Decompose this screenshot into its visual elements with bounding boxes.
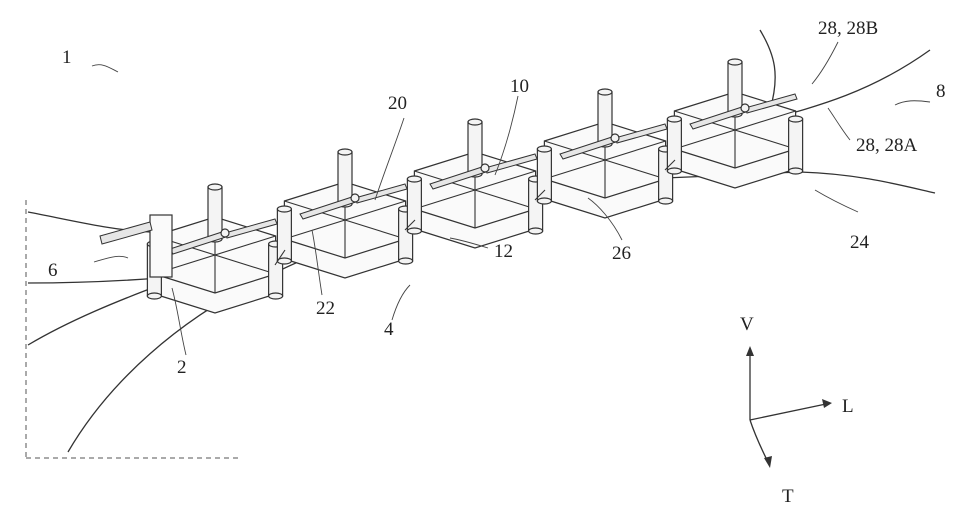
module-column	[537, 149, 551, 201]
module-column	[667, 119, 681, 171]
module-column-top	[598, 89, 612, 95]
label-24: 24	[850, 232, 870, 253]
module-column	[277, 209, 291, 261]
module-column-base	[407, 228, 421, 234]
label-26: 26	[612, 243, 631, 264]
module-column	[338, 152, 352, 204]
module-column-base	[789, 168, 803, 174]
module-column-top	[789, 116, 803, 122]
module-column	[208, 187, 222, 239]
axis-indicator	[746, 346, 832, 468]
turbine-hub	[351, 194, 359, 202]
anchor-element	[150, 215, 172, 277]
turbine-hub	[741, 104, 749, 112]
front-blade	[100, 222, 152, 244]
turbine-hub	[481, 164, 489, 172]
axis-label-l: L	[842, 396, 854, 417]
module-column-top	[468, 119, 482, 125]
module-column	[407, 179, 421, 231]
turbine-hub	[221, 229, 229, 237]
label-28-28A: 28, 28A	[856, 135, 918, 156]
module-column-base	[667, 168, 681, 174]
label-2: 2	[177, 357, 187, 378]
module-column	[468, 122, 482, 174]
module-column-top	[728, 59, 742, 65]
module-column-top	[537, 146, 551, 152]
module-column-top	[667, 116, 681, 122]
label-28-28B: 28, 28B	[818, 18, 878, 39]
module-column-base	[537, 198, 551, 204]
floating-modules	[100, 59, 803, 313]
axis-label-t: T	[782, 486, 794, 507]
label-4: 4	[384, 319, 394, 340]
module-column	[789, 119, 803, 171]
module-column-top	[407, 176, 421, 182]
module-column-base	[529, 228, 543, 234]
module-column-top	[338, 149, 352, 155]
module-column	[728, 62, 742, 114]
module-column-top	[277, 206, 291, 212]
label-22: 22	[316, 298, 335, 319]
module-column-base	[147, 293, 161, 299]
label-12: 12	[494, 241, 513, 262]
axis-label-v: V	[740, 314, 754, 335]
turbine-hub	[611, 134, 619, 142]
module-column	[598, 92, 612, 144]
module-column-base	[399, 258, 413, 264]
label-8: 8	[936, 81, 946, 102]
label-20: 20	[388, 93, 407, 114]
label-1: 1	[62, 47, 72, 68]
module-column-base	[659, 198, 673, 204]
module-column-base	[269, 293, 283, 299]
label-10: 10	[510, 76, 529, 97]
module-column-top	[208, 184, 222, 190]
label-6: 6	[48, 260, 58, 281]
